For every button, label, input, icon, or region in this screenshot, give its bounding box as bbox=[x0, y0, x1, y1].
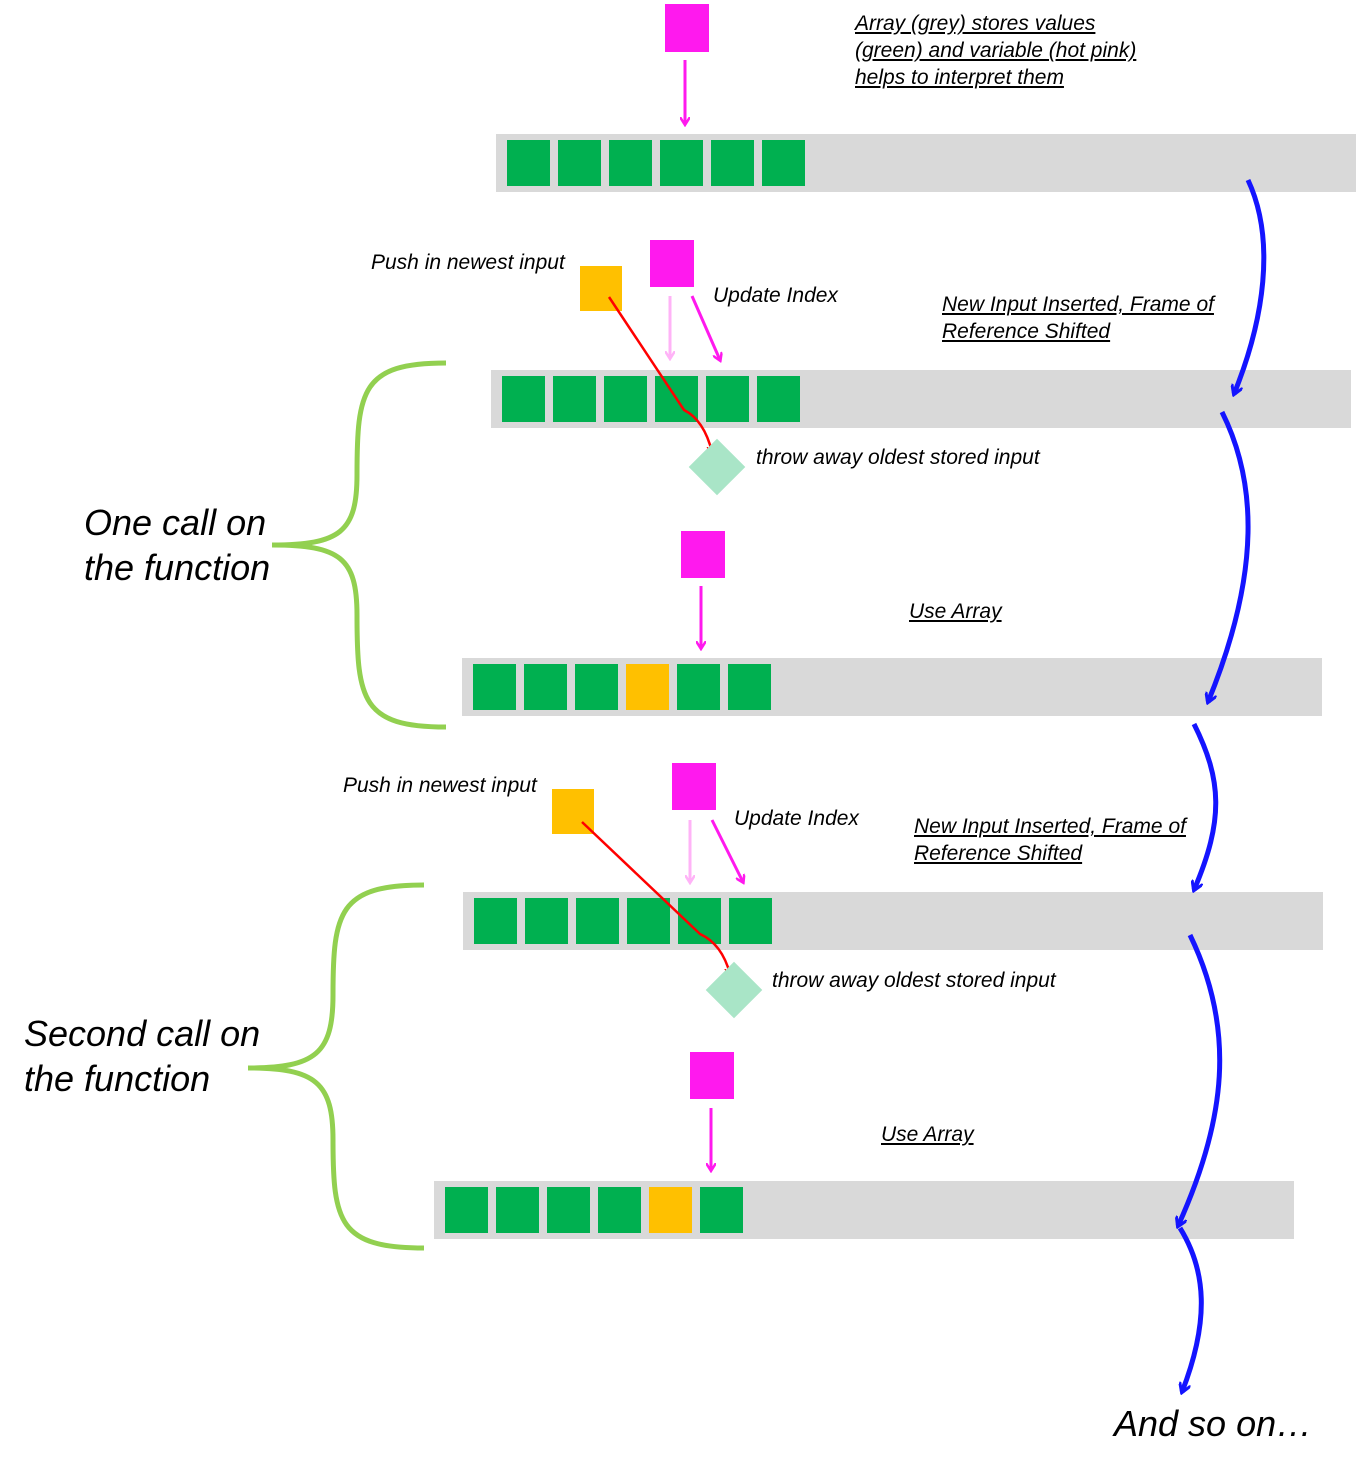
note-line: Reference Shifted bbox=[942, 320, 1111, 343]
group-line: the function bbox=[84, 547, 271, 588]
brace-first-call bbox=[271, 360, 447, 730]
value-cell bbox=[502, 376, 545, 422]
inserted-note: New Input Inserted, Frame of Reference S… bbox=[942, 291, 1214, 345]
value-cell bbox=[553, 376, 596, 422]
value-cell bbox=[757, 376, 800, 422]
index-variable bbox=[681, 531, 725, 578]
inserted-value-cell bbox=[626, 664, 669, 710]
first-call-label: One call on the function bbox=[84, 500, 270, 590]
flow-arrow bbox=[1208, 410, 1251, 702]
note-line: helps to interpret them bbox=[855, 66, 1064, 89]
note-line: New Input Inserted, Frame of bbox=[914, 815, 1186, 838]
value-cell bbox=[524, 664, 567, 710]
value-cell bbox=[575, 664, 618, 710]
index-variable bbox=[650, 240, 694, 287]
throw-away-label: throw away oldest stored input bbox=[756, 446, 1040, 469]
new-input bbox=[580, 266, 622, 311]
update-index-label: Update Index bbox=[734, 807, 859, 830]
value-cell bbox=[598, 1187, 641, 1233]
value-cell bbox=[677, 664, 720, 710]
value-cell bbox=[473, 664, 516, 710]
value-cell bbox=[558, 140, 601, 186]
index-variable bbox=[672, 763, 716, 810]
intro-note: Array (grey) stores values (green) and v… bbox=[855, 10, 1136, 91]
value-cell bbox=[627, 898, 670, 944]
update-index-arrow bbox=[710, 819, 743, 882]
group-line: One call on bbox=[84, 502, 267, 543]
update-index-label: Update Index bbox=[713, 284, 838, 307]
note-line: Array (grey) stores values bbox=[855, 12, 1096, 35]
note-line: New Input Inserted, Frame of bbox=[942, 293, 1214, 316]
brace-second-call bbox=[247, 882, 425, 1251]
second-call-label: Second call on the function bbox=[24, 1011, 260, 1101]
array-cells bbox=[502, 376, 800, 422]
value-cell bbox=[496, 1187, 539, 1233]
note-line: (green) and variable (hot pink) bbox=[855, 39, 1137, 62]
push-label: Push in newest input bbox=[343, 774, 537, 797]
throw-away-label: throw away oldest stored input bbox=[772, 969, 1056, 992]
flow-arrow bbox=[1178, 933, 1223, 1226]
and-so-on-label: And so on… bbox=[1114, 1403, 1313, 1444]
value-cell bbox=[576, 898, 619, 944]
value-cell bbox=[660, 140, 703, 186]
array-cells bbox=[473, 664, 771, 710]
inserted-note: New Input Inserted, Frame of Reference S… bbox=[914, 813, 1186, 867]
value-cell bbox=[445, 1187, 488, 1233]
array-cells bbox=[507, 140, 805, 186]
flow-arrow bbox=[1194, 722, 1219, 890]
update-index-arrow bbox=[690, 295, 720, 360]
value-cell bbox=[706, 376, 749, 422]
value-cell bbox=[762, 140, 805, 186]
use-array-note: Use Array bbox=[909, 600, 1002, 623]
value-cell bbox=[609, 140, 652, 186]
value-cell bbox=[525, 898, 568, 944]
array-cells bbox=[445, 1187, 743, 1233]
index-variable bbox=[690, 1052, 734, 1099]
value-cell bbox=[711, 140, 754, 186]
group-line: the function bbox=[24, 1058, 211, 1099]
value-cell bbox=[474, 898, 517, 944]
value-cell bbox=[729, 898, 772, 944]
inserted-value-cell bbox=[649, 1187, 692, 1233]
value-cell bbox=[700, 1187, 743, 1233]
value-cell bbox=[728, 664, 771, 710]
value-cell bbox=[678, 898, 721, 944]
index-variable bbox=[665, 4, 709, 52]
flow-arrow bbox=[1234, 178, 1267, 394]
value-cell bbox=[547, 1187, 590, 1233]
value-cell bbox=[604, 376, 647, 422]
group-line: Second call on bbox=[24, 1013, 261, 1054]
discarded-input bbox=[688, 438, 746, 496]
discarded-input bbox=[705, 961, 763, 1019]
use-array-note: Use Array bbox=[881, 1123, 974, 1146]
value-cell bbox=[507, 140, 550, 186]
flow-arrow bbox=[1177, 1226, 1204, 1392]
push-label: Push in newest input bbox=[371, 251, 565, 274]
note-line: Reference Shifted bbox=[914, 842, 1083, 865]
